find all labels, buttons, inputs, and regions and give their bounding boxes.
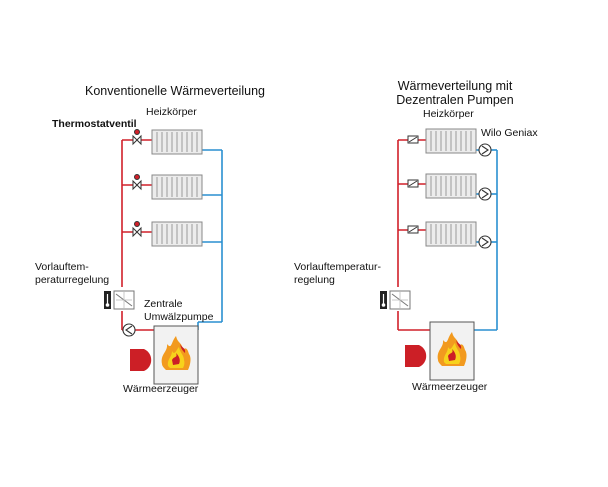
right-radiator-3 [425, 221, 477, 247]
controller-icon [103, 290, 135, 310]
left-radiator-2 [151, 174, 203, 200]
boiler-icon [153, 325, 199, 385]
right-radiator-1 [425, 128, 477, 154]
right-generator-label: Wärmeerzeuger [412, 381, 488, 393]
pump-label-line2: Umwälzpumpe [144, 311, 214, 323]
boiler-icon [429, 321, 475, 381]
left-title: Konventionelle Wärmeverteilung [85, 84, 265, 98]
left-generator-label: Wärmeerzeuger [123, 383, 199, 395]
circulation-pump-icon [122, 323, 136, 337]
decentral-pump-icon [478, 143, 492, 249]
burner-icon [405, 345, 427, 367]
left-return-pipes [197, 149, 223, 330]
left-diagram: Konventionelle Wärmeverteilung Heizkörpe… [35, 84, 265, 395]
left-heizkoerper-label: Heizkörper [146, 106, 197, 118]
controller-icon [379, 290, 411, 310]
valve-icon [407, 135, 419, 234]
left-vorlauf-label-line1: Vorlauftem- [35, 261, 89, 273]
thermostat-valve-label: Thermostatventil [52, 118, 137, 130]
right-diagram: Wärmeverteilung mit Dezentralen Pumpen H… [294, 79, 538, 393]
right-title-line1: Wärmeverteilung mit [398, 79, 513, 93]
wilo-geniax-label: Wilo Geniax [481, 127, 538, 139]
right-title-line2: Dezentralen Pumpen [396, 93, 513, 107]
left-radiator-1 [151, 129, 203, 155]
left-vorlauf-label-line2: peraturregelung [35, 274, 109, 286]
pump-label-line1: Zentrale [144, 298, 183, 310]
burner-icon [130, 349, 152, 371]
right-radiator-2 [425, 173, 477, 199]
right-heizkoerper-label: Heizkörper [423, 108, 474, 120]
right-vorlauf-label-line1: Vorlauftemperatur- [294, 261, 381, 273]
left-radiator-3 [151, 221, 203, 247]
thermostat-valve-icon [132, 129, 142, 238]
right-vorlauf-label-line2: regelung [294, 274, 335, 286]
